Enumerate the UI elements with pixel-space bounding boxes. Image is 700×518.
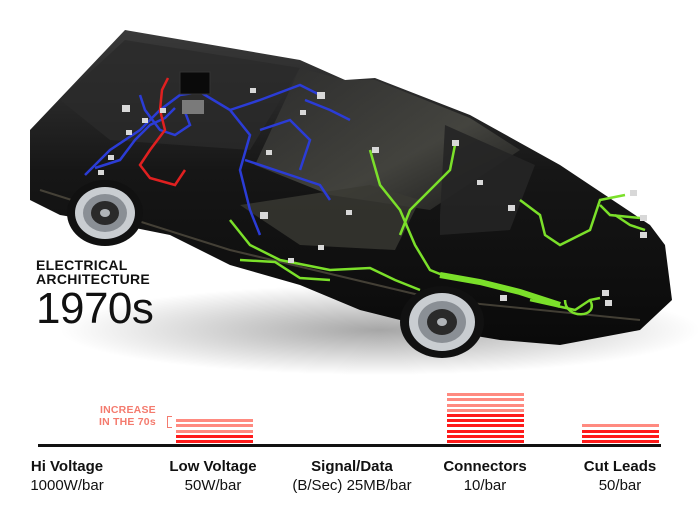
- increase-label-line-1: INCREASE: [100, 404, 156, 416]
- bar-unit-base: [447, 419, 524, 423]
- category-name: Connectors: [443, 458, 527, 475]
- category-unit: (B/Sec) 25MB/bar: [292, 477, 412, 494]
- title-line-2: ARCHITECTURE: [36, 271, 151, 287]
- signal-trunk: [439, 272, 561, 308]
- battery: [179, 71, 211, 95]
- bar-unit-base: [447, 424, 524, 428]
- increase-annotation: INCREASE IN THE 70s: [99, 404, 156, 428]
- car-wiring-illustration: [30, 30, 700, 375]
- bar-unit-base: [447, 440, 524, 443]
- bar-unit-increase: [176, 419, 253, 423]
- control-module: [182, 100, 204, 114]
- category-name: Cut Leads: [583, 458, 657, 475]
- connectors: [98, 88, 647, 306]
- category-name: Hi Voltage: [30, 458, 104, 475]
- x-axis-baseline: [38, 444, 661, 447]
- bar-unit-increase: [176, 424, 253, 428]
- category-cut-leads: Cut Leads 50/bar: [545, 458, 695, 495]
- bar-unit-base: [447, 434, 524, 438]
- category-name: Signal/Data: [311, 458, 393, 475]
- rear-wheel: [400, 286, 484, 358]
- hi-voltage-wiring: [138, 77, 187, 187]
- category-unit: 1000W/bar: [30, 477, 104, 494]
- bar-unit-base: [447, 429, 524, 433]
- increase-bracket: [167, 416, 172, 428]
- bar-unit-base: [582, 434, 659, 438]
- category-hi-voltage: Hi Voltage 1000W/bar: [0, 458, 142, 495]
- category-name: Low Voltage: [169, 458, 257, 475]
- bar-unit-base: [447, 414, 524, 417]
- bar-unit-increase: [176, 429, 253, 433]
- bar-unit-base: [582, 429, 659, 433]
- category-unit: 10/bar: [463, 477, 507, 494]
- bar-unit-base: [582, 440, 659, 443]
- title-line-1: ELECTRICAL: [36, 257, 128, 273]
- category-connectors: Connectors 10/bar: [410, 458, 560, 495]
- category-signal-data: Signal/Data (B/Sec) 25MB/bar: [277, 458, 427, 495]
- signal-wiring: [229, 144, 646, 312]
- title-decade: 1970s: [36, 284, 154, 333]
- side-window: [240, 185, 420, 250]
- bar-unit-increase: [447, 393, 524, 397]
- chart-title: ELECTRICAL ARCHITECTURE 1970s: [36, 257, 154, 333]
- bar-unit-base: [176, 434, 253, 438]
- front-wheel: [67, 180, 143, 246]
- category-unit: 50/bar: [598, 477, 642, 494]
- category-low-voltage: Low Voltage 50W/bar: [138, 458, 288, 495]
- bar-unit-increase: [447, 398, 524, 402]
- increase-label-line-2: IN THE 70s: [99, 416, 156, 428]
- bar-unit-base: [176, 440, 253, 443]
- category-unit: 50W/bar: [184, 477, 242, 494]
- bar-unit-increase: [447, 408, 524, 412]
- bar-unit-increase: [447, 403, 524, 407]
- bar-unit-increase: [582, 424, 659, 428]
